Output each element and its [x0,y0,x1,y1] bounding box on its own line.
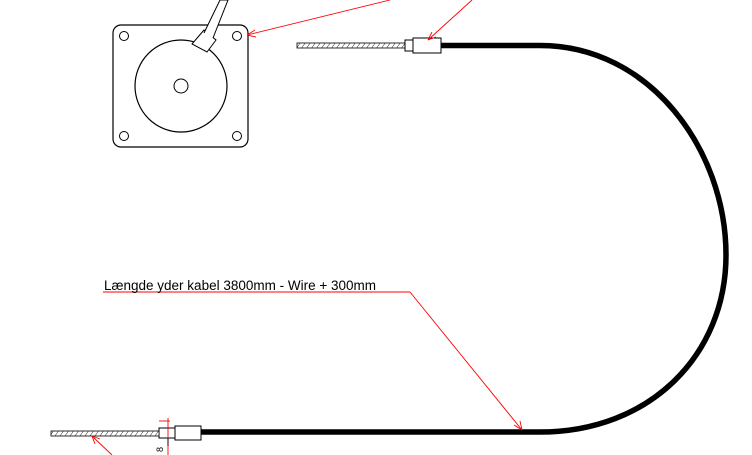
outer-cable [200,42,729,435]
lower-end-fitting [158,425,202,441]
leader-upper-fitting [427,0,473,41]
dimension-mark [159,418,170,455]
leader-plate [246,0,391,36]
leader-cable-arrow [513,420,523,431]
leader-upper-fitting-arrow [427,31,437,41]
upper-wire [296,42,406,49]
bolt-hole-bottom-left [119,131,129,141]
lever-arm [203,0,229,39]
leader-lower-wire-arrow [91,435,101,445]
leader-lower-wire [91,435,113,455]
upper-end-fitting [404,37,442,54]
leader-cable [409,291,523,431]
bolt-hole-bottom-right [232,131,242,141]
dimension-value: 8 [155,447,165,452]
bolt-hole-top-left [119,31,129,41]
lower-wire [50,430,160,437]
bolt-hole-top-right [232,31,242,41]
rotor-center-hole [173,78,189,94]
leader-plate-arrow [246,29,257,38]
leader-lines [91,0,523,455]
mounting-plate [112,0,249,148]
length-label: Længde yder kabel 3800mm - Wire + 300mm [104,278,376,293]
